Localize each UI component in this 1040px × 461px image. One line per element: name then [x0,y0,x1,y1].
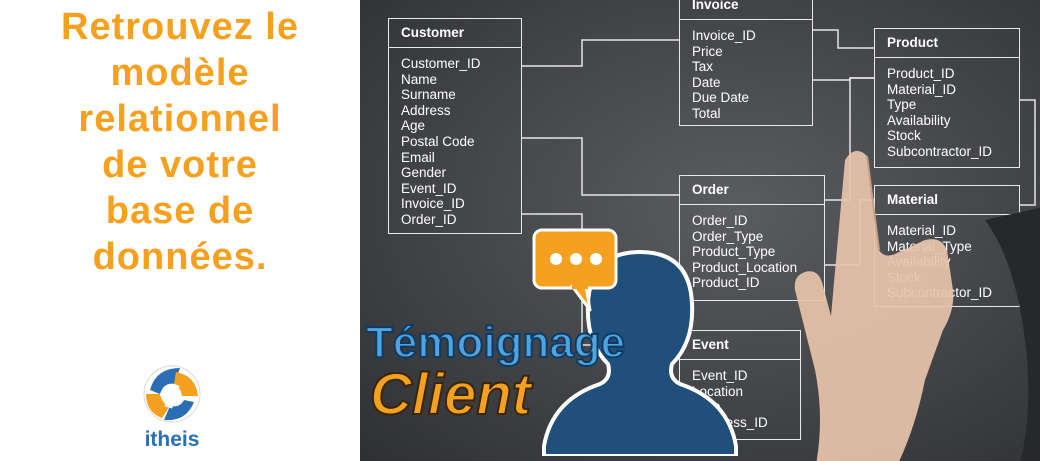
table-field: Product_ID [692,275,760,291]
table-title: Customer [389,19,521,48]
product-table: Product Product_ID Material_ID Type Avai… [874,28,1020,168]
testimonial-title: Témoignage [365,317,626,368]
itheis-logo: itheis [136,360,208,452]
table-field: Email [401,149,435,165]
table-field: Price [692,43,723,59]
table-field: Total [692,105,721,121]
logo-text: itheis [144,428,200,451]
table-field: Address [401,102,451,118]
table-field: Age [401,118,426,134]
material-table: Material Material_ID Material_Type Avail… [874,185,1020,307]
table-field: Product_Location [692,259,798,275]
table-field: Availability [887,254,951,270]
table-field: Subcontractor_ID [887,143,993,159]
table-field: Material_ID [887,81,957,97]
table-field: Order_ID [401,211,457,227]
table-title: Order [680,176,824,205]
table-field: Date [692,74,721,90]
invoice-table: Invoice Invoice_ID Price Tax Date Due Da… [679,0,813,126]
table-field: Tax [692,59,714,75]
table-field: Availability [887,112,951,128]
left-panel: Retrouvez le modèle relationnel de votre… [0,0,360,461]
table-title: Material [875,186,1019,215]
table-field: Gender [401,165,447,181]
table-field: Customer_ID [401,56,481,71]
table-field: Stock [887,128,921,144]
headline-line: base de [105,190,255,232]
table-field: Material_Type [887,238,972,254]
itheis-logo-icon [143,365,201,423]
table-field: Event_ID [692,368,748,383]
table-field: Name [401,71,438,87]
testimonial-subtitle: Client [369,361,532,428]
headline-line: relationnel [78,98,282,140]
table-field: Product_Type [692,244,776,260]
table-field: Type [887,97,917,113]
table-title: Event [680,331,800,360]
table-field: Stock [887,269,921,285]
table-field: Postal Code [401,133,475,149]
table-field: Order_ID [692,213,748,228]
person-silhouette-icon [542,249,738,456]
table-field: Material_ID [887,223,957,238]
diagram-board: Customer Customer_ID Name Surname Addres… [360,0,1040,461]
headline-line: de votre [102,144,258,186]
table-field: Surname [401,87,456,103]
table-field: Due Date [692,90,750,106]
headline-line: modèle [110,52,250,94]
table-field: Event_ID [401,180,457,196]
customer-table: Customer Customer_ID Name Surname Addres… [388,18,522,234]
headline: Retrouvez le modèle relationnel de votre… [0,4,360,280]
table-field: Invoice_ID [692,28,756,43]
table-field: Subcontractor_ID [887,285,993,301]
headline-line: données. [92,236,268,278]
table-title: Product [875,29,1019,58]
headline-line: Retrouvez le [61,6,299,48]
table-title: Invoice [680,0,812,20]
table-field: Order_Type [692,228,764,244]
chat-bubble-icon [532,228,618,312]
table-field: Invoice_ID [401,196,465,212]
table-field: Product_ID [887,66,955,81]
